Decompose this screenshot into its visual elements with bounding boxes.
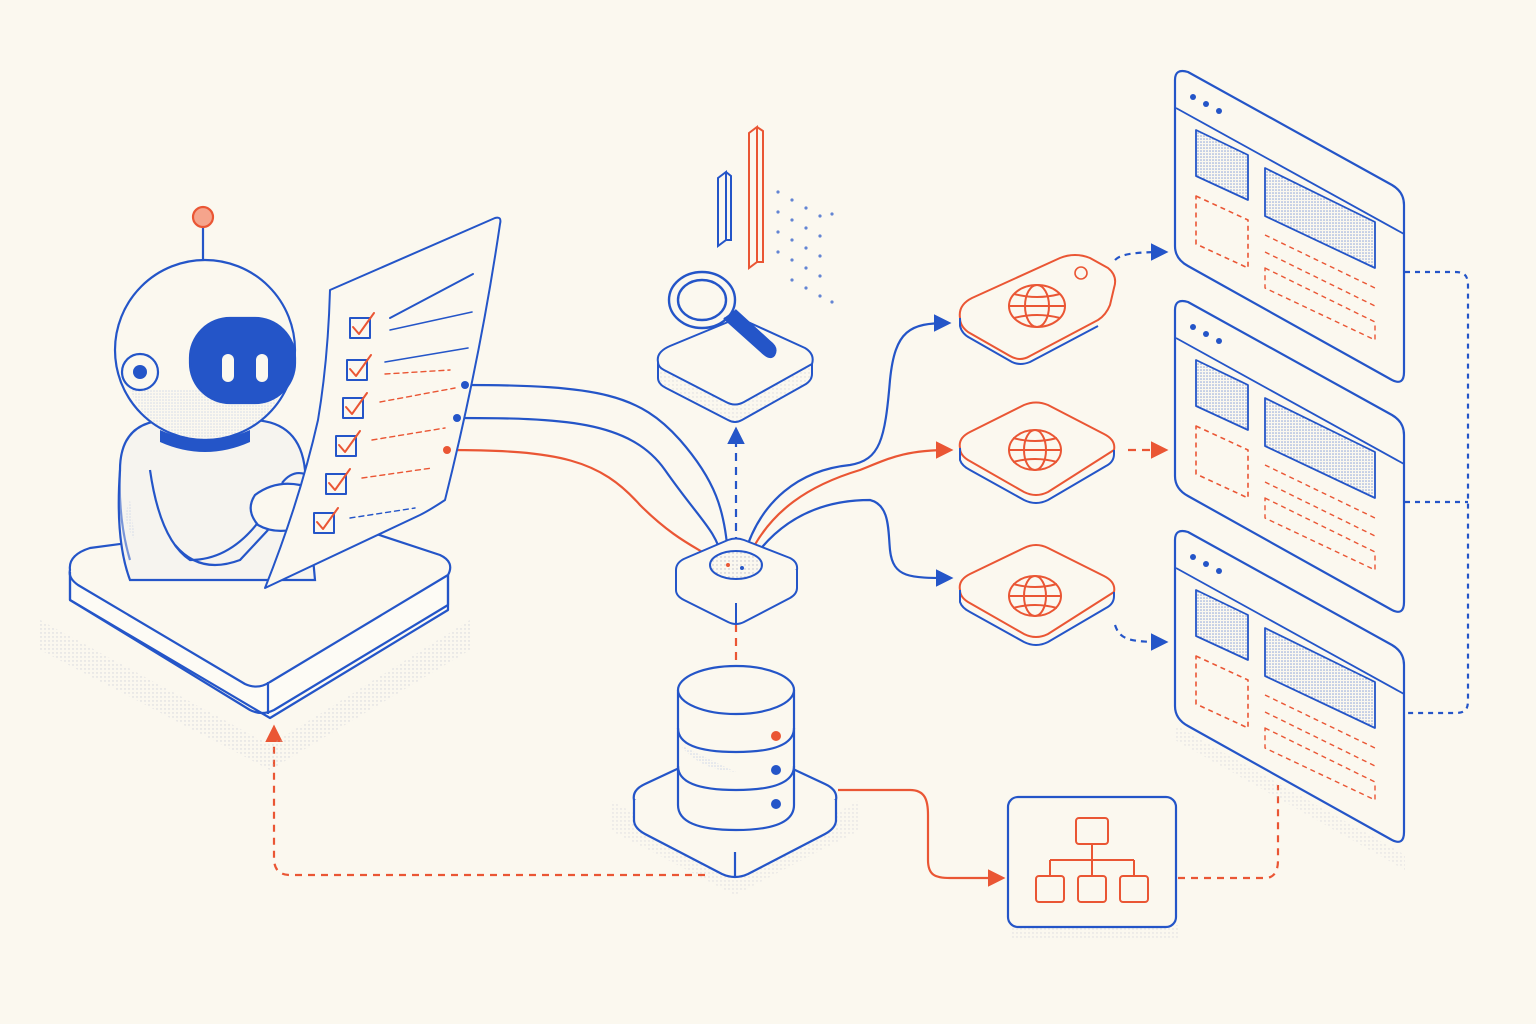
- checkbox-3[interactable]: [342, 397, 364, 419]
- connector-checklist-hub-2: [456, 416, 724, 559]
- connector-hub-webtag: [742, 314, 952, 557]
- bar-chart-bar-blue: [717, 170, 727, 248]
- sitemap-icon: [1035, 817, 1149, 903]
- hub-port-icon: [709, 550, 763, 580]
- checklist[interactable]: [264, 216, 502, 589]
- checklist-items: [313, 273, 474, 534]
- checklist-sheet: [264, 216, 502, 589]
- sitemap-node[interactable]: [1006, 795, 1178, 940]
- connector-checklist-hub-3: [446, 448, 717, 563]
- connector-hub-weblow: [751, 498, 954, 587]
- connector-checklist-hub-1: [464, 383, 730, 557]
- checklist-port-3[interactable]: [443, 446, 451, 454]
- database-cylinder-icon: [676, 664, 796, 832]
- connector-database-sitemap: [838, 788, 1006, 887]
- checklist-port-1[interactable]: [461, 381, 469, 389]
- platform-shadow: [40, 620, 470, 770]
- checkmark-icon-4: [338, 430, 361, 453]
- connections: [265, 243, 1470, 887]
- checkmark-icon-5: [328, 468, 351, 491]
- browser-window-2[interactable]: [1173, 299, 1406, 613]
- database-led-1: [771, 731, 781, 741]
- connector-sitemap-browser3: [1178, 785, 1280, 880]
- globe-icon: [1008, 429, 1062, 471]
- connector-webtag-browser1: [1114, 243, 1169, 261]
- router-hub[interactable]: [675, 537, 799, 626]
- browser-window-1[interactable]: [1173, 69, 1406, 383]
- bar-chart-bar-red: [748, 125, 758, 270]
- connector-weblow-browser3: [1113, 624, 1169, 651]
- checkbox-4[interactable]: [335, 435, 357, 457]
- web-node-low[interactable]: [958, 544, 1116, 646]
- checkbox-5[interactable]: [325, 473, 347, 495]
- magnifier-icon: [667, 270, 777, 359]
- robot-visor: [188, 316, 297, 405]
- checkbox-6[interactable]: [313, 512, 335, 534]
- robot-head: [113, 205, 297, 452]
- checkmark-icon-3: [345, 392, 368, 415]
- globe-icon: [1008, 575, 1062, 617]
- robot-agent[interactable]: [40, 205, 470, 770]
- database[interactable]: [610, 664, 860, 895]
- tag-hole-icon: [1074, 266, 1088, 280]
- connector-browser-group: [1405, 270, 1470, 715]
- database-led-2: [771, 765, 781, 775]
- checkbox-1[interactable]: [349, 317, 371, 339]
- checklist-port-2[interactable]: [453, 414, 461, 422]
- browser-window-3[interactable]: [1173, 529, 1406, 870]
- bar-chart-dot-grid: [776, 190, 834, 304]
- checkbox-2[interactable]: [346, 359, 368, 381]
- web-tag-node[interactable]: [958, 254, 1117, 365]
- search-node[interactable]: [656, 270, 814, 423]
- connector-hub-webmid: [747, 441, 954, 559]
- checkmark-icon-6: [316, 507, 339, 530]
- antenna-light-icon: [191, 205, 215, 229]
- database-led-3: [771, 799, 781, 809]
- checkmark-icon-1: [352, 312, 375, 335]
- checkmark-icon-2: [349, 354, 372, 377]
- globe-icon: [1008, 284, 1066, 328]
- web-node-mid[interactable]: [958, 401, 1116, 504]
- bar-chart: [717, 125, 834, 304]
